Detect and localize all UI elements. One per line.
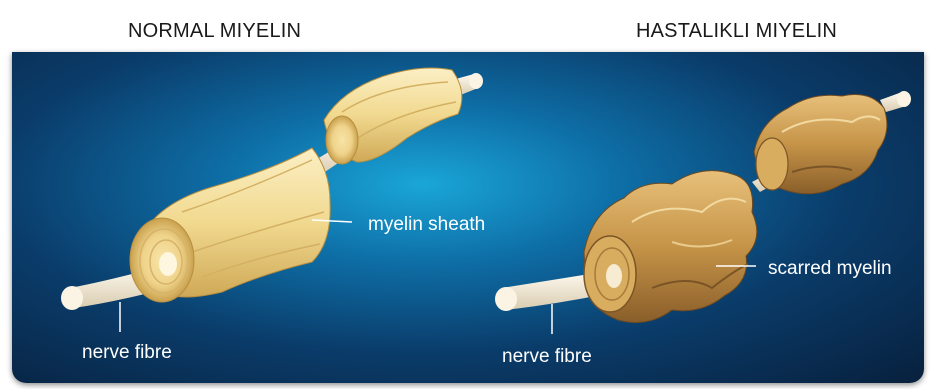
scarred-axon-core	[606, 264, 622, 288]
label-nerve-fibre-left: nerve fibre	[82, 342, 172, 364]
scarred-axon-group	[495, 91, 911, 322]
label-nerve-fibre-right: nerve fibre	[502, 346, 592, 368]
illustration-panel: myelin sheath scarred myelin nerve fibre…	[12, 52, 924, 383]
nerve-fibre-right-tip	[495, 287, 517, 311]
scarred-cross-section-small	[756, 138, 788, 190]
axon-core	[159, 252, 177, 276]
label-myelin-sheath: myelin sheath	[368, 214, 485, 236]
nerve-fibre-top-tip	[469, 73, 483, 89]
myelin-cross-section-small	[326, 116, 358, 164]
title-normal-myelin: NORMAL MIYELIN	[128, 20, 301, 43]
nerve-fibre-left-tip	[61, 286, 83, 310]
normal-axon-group	[61, 68, 483, 310]
title-diseased-myelin: HASTALIKLI MIYELIN	[636, 20, 837, 43]
label-scarred-myelin: scarred myelin	[768, 258, 892, 280]
nerve-fibre-right-top-tip	[897, 91, 911, 107]
